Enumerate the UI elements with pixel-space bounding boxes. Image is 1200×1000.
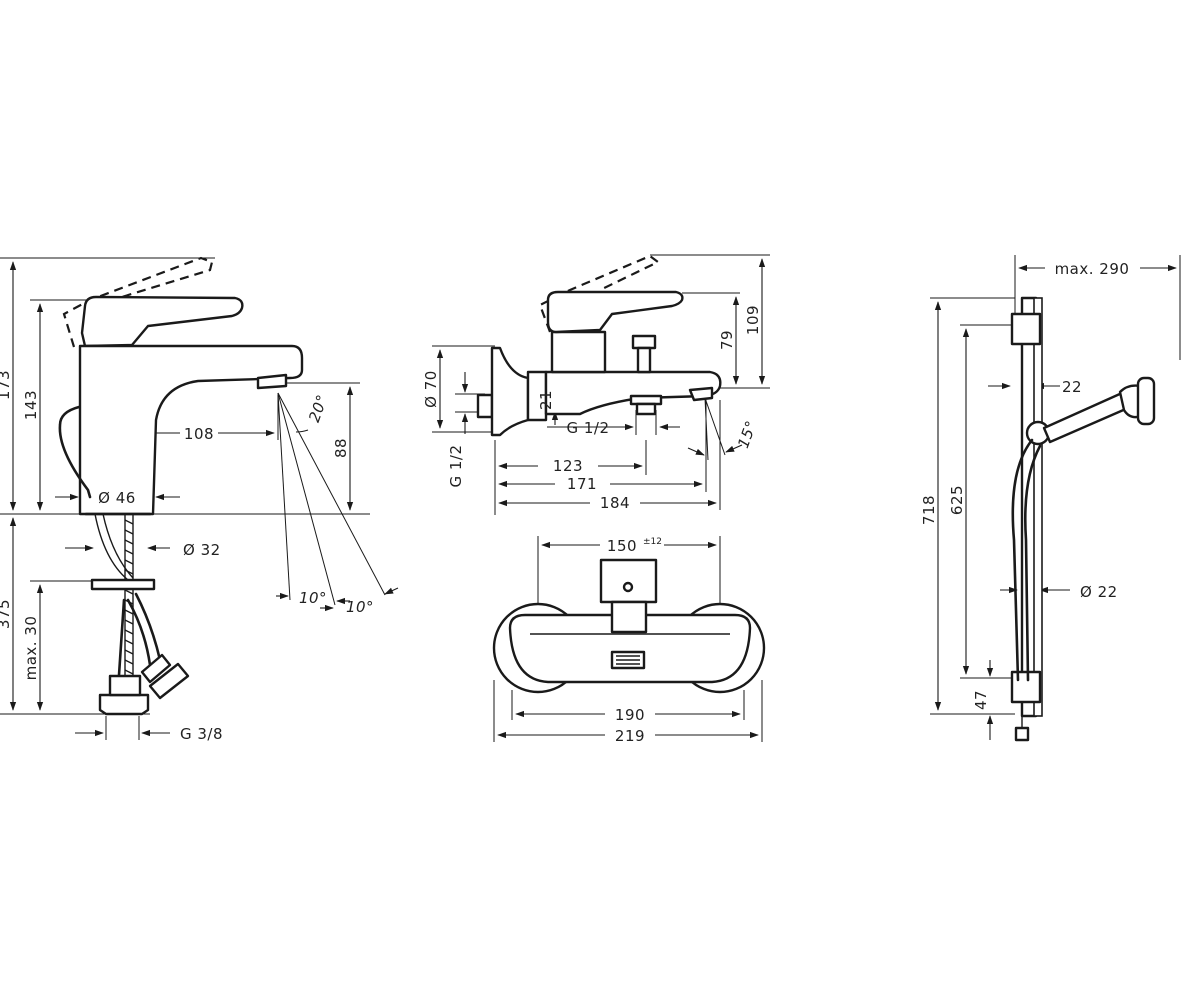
angle-bath-spout: 15° [734, 418, 761, 451]
dim-max-width: max. 290 [1055, 260, 1130, 278]
dim-bottom-offset: 47 [972, 690, 990, 710]
dim-190: 190 [615, 706, 645, 724]
dim-rosette-diameter: Ø 70 [422, 370, 440, 408]
dim-reach: 108 [184, 425, 214, 443]
shower-set-drawing [930, 255, 1181, 742]
dim-overall-height: 718 [920, 495, 938, 525]
dim-shank-diameter: Ø 32 [183, 541, 221, 559]
dim-body-diameter: Ø 46 [98, 489, 136, 507]
dim-height-79: 79 [718, 330, 736, 350]
bath-mixer-front-drawing [492, 536, 766, 742]
dim-offset-21: 21 [537, 390, 555, 410]
angle-spout-label: 20° [305, 392, 332, 425]
dim-height-109: 109 [744, 305, 762, 335]
dim-outlet-thread: G 1/2 [566, 419, 609, 437]
angle-left-label: 10° [299, 589, 327, 607]
dim-hose-length: 375 [0, 599, 13, 629]
dim-123: 123 [553, 457, 583, 475]
dim-219: 219 [615, 727, 645, 745]
dim-rail-diameter: Ø 22 [1080, 583, 1118, 601]
dim-184: 184 [600, 494, 630, 512]
bath-mixer-side-drawing [432, 254, 770, 515]
dim-rail-offset: 22 [1062, 378, 1082, 396]
dim-bracket-spacing: 625 [948, 485, 966, 515]
dim-spout-clearance: 88 [332, 438, 350, 458]
dim-inlet-thread: G 1/2 [447, 444, 465, 487]
dim-171: 171 [567, 475, 597, 493]
angle-right-label: 10° [346, 598, 374, 616]
basin-mixer-drawing [0, 256, 399, 740]
dim-connection-thread: G 3/8 [180, 725, 223, 743]
dim-centres: 150 [607, 537, 637, 555]
dim-max-thickness: max. 30 [22, 616, 40, 681]
dim-spout-height: 143 [22, 390, 40, 420]
dim-total-height: 173 [0, 370, 13, 400]
dim-centres-tolerance: ±12 [643, 537, 662, 547]
